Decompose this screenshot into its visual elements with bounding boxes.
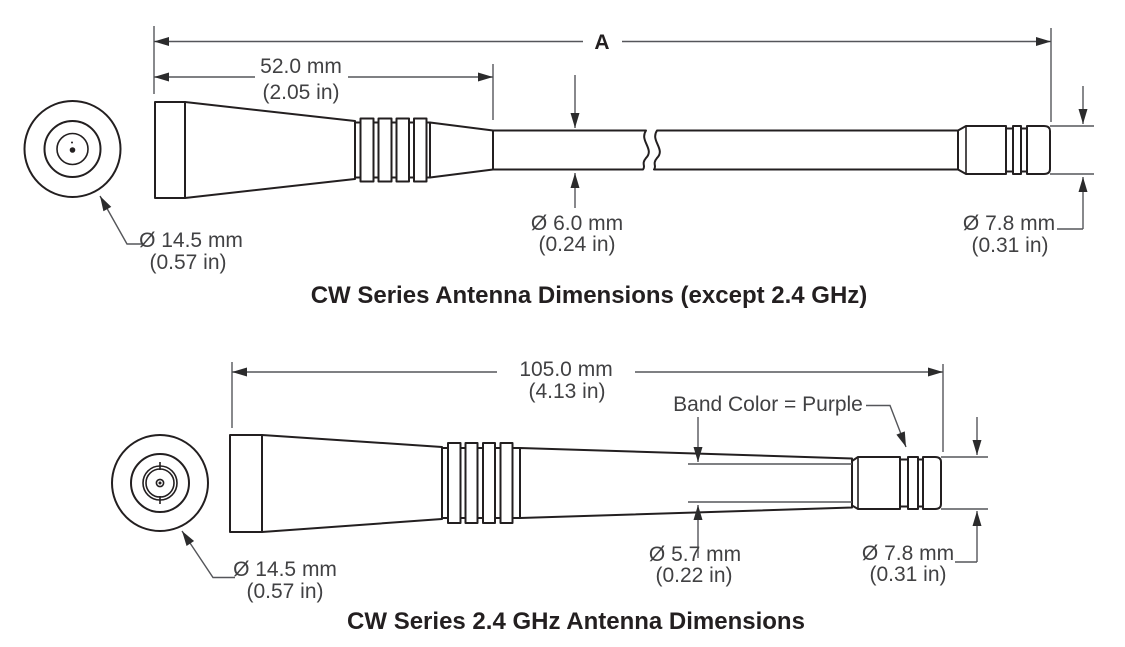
dimension-annotations-24ghz: 105.0 mm (4.13 in) Ø 14.5 mm (0.57 in) B… (181, 358, 988, 603)
base-diameter-mm: Ø 14.5 mm (139, 229, 243, 252)
rib (413, 117, 428, 183)
base-diameter-in: (0.57 in) (246, 580, 323, 603)
shaft-right-segment (653, 129, 959, 171)
antenna-cone (184, 101, 356, 199)
tip-cap-groove (899, 458, 909, 508)
rib (447, 442, 462, 524)
tip-diameter-in: (0.31 in) (971, 234, 1048, 257)
antenna-base (154, 101, 186, 199)
whip-taper (519, 447, 853, 519)
antenna-end-view (23, 100, 122, 198)
antenna-cone (261, 434, 443, 533)
antenna-base (229, 434, 263, 533)
tip-diameter-mm: Ø 7.8 mm (862, 542, 954, 565)
bottom-diagram-caption: CW Series 2.4 GHz Antenna Dimensions (347, 608, 805, 635)
rib (499, 442, 514, 524)
length-dimension-in: (2.05 in) (262, 81, 339, 104)
end-view-center-pin (69, 147, 76, 153)
whip-diameter-in: (0.22 in) (655, 564, 732, 587)
shaft-left-segment (492, 129, 650, 171)
rib (464, 442, 479, 524)
rib (377, 117, 393, 183)
band-color-note: Band Color = Purple (673, 393, 863, 416)
tip-cap-body (851, 456, 901, 510)
shaft-diameter-mm: Ø 6.0 mm (531, 212, 623, 235)
tip-cap-end (1026, 125, 1051, 175)
end-view-center-pin (158, 481, 162, 485)
taper-section (429, 121, 494, 179)
dimension-annotations: A 52.0 mm (2.05 in) Ø 14.5 mm (0.57 in) … (99, 26, 1094, 274)
length-dimension-mm: 105.0 mm (519, 358, 612, 381)
length-dimension-in: (4.13 in) (528, 380, 605, 403)
base-diameter-mm: Ø 14.5 mm (233, 558, 337, 581)
tip-cap-band (1012, 125, 1022, 175)
rib (359, 117, 375, 183)
cw-series-diagram: A 52.0 mm (2.05 in) Ø 14.5 mm (0.57 in) … (23, 26, 1094, 309)
end-view-center-mark (71, 141, 73, 144)
antenna-side-view (154, 101, 1051, 199)
tip-cap-end (922, 456, 942, 510)
end-view-inner-circle (56, 132, 89, 166)
leader-arrow (99, 195, 144, 245)
whip-diameter-mm: Ø 5.7 mm (649, 543, 741, 566)
base-diameter-in: (0.57 in) (149, 251, 226, 274)
end-view-center-ring (155, 478, 165, 488)
length-dimension-mm: 52.0 mm (260, 55, 342, 78)
antenna-side-view-24ghz (229, 434, 942, 533)
rib (395, 117, 410, 183)
tip-cap-24ghz (851, 456, 942, 510)
band-leader-arrow (866, 404, 907, 448)
tip-diameter-mm: Ø 7.8 mm (963, 212, 1055, 235)
tip-cap-groove (1005, 127, 1014, 173)
shaft-diameter-in: (0.24 in) (538, 233, 615, 256)
purple-band (907, 456, 919, 510)
tip-cap (957, 125, 1051, 175)
top-diagram-caption: CW Series Antenna Dimensions (except 2.4… (311, 282, 868, 309)
cw-series-24ghz-diagram: 105.0 mm (4.13 in) Ø 14.5 mm (0.57 in) B… (111, 358, 988, 635)
antenna-end-view-24ghz (111, 434, 209, 532)
rib (482, 442, 496, 524)
tip-diameter-in: (0.31 in) (869, 563, 946, 586)
overall-dimension-label: A (594, 31, 609, 54)
leader-arrow (181, 530, 235, 579)
